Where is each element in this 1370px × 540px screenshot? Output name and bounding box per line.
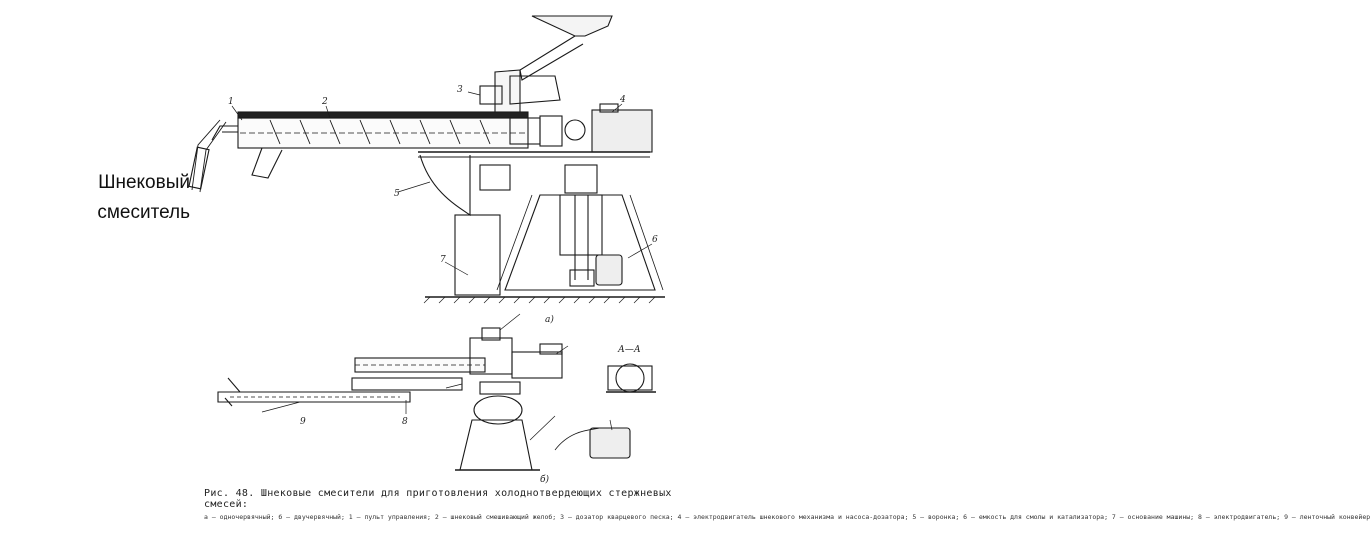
figure-caption-title: Рис. 48. Шнековые смесители для приготов… xyxy=(204,488,672,510)
callout-9: 9 xyxy=(300,417,306,427)
label-b: б) xyxy=(540,474,549,485)
label-a: а) xyxy=(545,314,554,325)
callout-2: 2 xyxy=(321,97,328,107)
sand-hopper xyxy=(531,15,613,37)
figure-caption-body: а — одночервячный; б — двучервячный; 1 —… xyxy=(204,513,1370,521)
conveyor xyxy=(217,391,411,403)
callout-7: 7 xyxy=(440,255,446,265)
callout-6: 6 xyxy=(652,235,658,245)
screw-flights xyxy=(269,119,491,145)
callout-8: 8 xyxy=(402,417,408,427)
callout-4: 4 xyxy=(619,95,626,105)
callout-5: 5 xyxy=(394,189,400,199)
motor xyxy=(591,109,653,153)
base-b xyxy=(459,419,533,471)
slide-title: Шнековый смеситель xyxy=(97,172,190,223)
label-section: А—А xyxy=(617,345,641,355)
machine-base xyxy=(504,194,656,291)
callout-3: 3 xyxy=(457,85,463,95)
callout-1: 1 xyxy=(228,97,234,107)
technical-drawing: 1 2 3 4 5 6 7 8 9 а) б) А—А xyxy=(188,0,720,540)
